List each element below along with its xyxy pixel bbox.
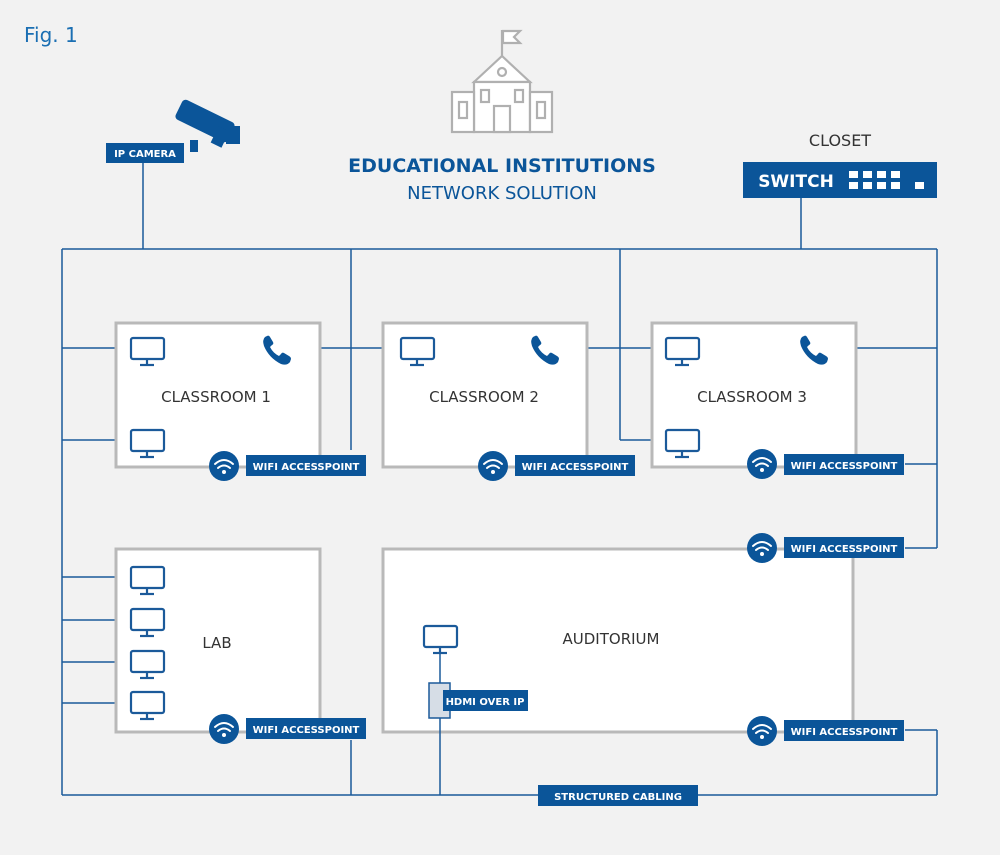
structured-cabling-label: STRUCTURED CABLING bbox=[554, 792, 682, 803]
auditorium-label: AUDITORIUM bbox=[563, 630, 660, 648]
wifi-icon bbox=[209, 714, 239, 744]
wifi-label: WIFI ACCESSPOINT bbox=[791, 727, 898, 738]
wifi-label: WIFI ACCESSPOINT bbox=[522, 462, 629, 473]
phone-icon bbox=[531, 335, 559, 365]
monitor-icon bbox=[129, 690, 166, 721]
monitor-icon bbox=[129, 565, 166, 596]
monitor-icon bbox=[129, 649, 166, 680]
phone-icon bbox=[263, 335, 291, 365]
closet-label: CLOSET bbox=[809, 131, 871, 150]
title-line-2: NETWORK SOLUTION bbox=[407, 183, 597, 204]
wifi-accesspoint-classroom-2: WIFI ACCESSPOINT bbox=[478, 451, 635, 481]
cctv-camera-icon bbox=[175, 99, 240, 152]
monitor-icon bbox=[422, 624, 459, 655]
wifi-label: WIFI ACCESSPOINT bbox=[791, 461, 898, 472]
wifi-accesspoint-classroom-1: WIFI ACCESSPOINT bbox=[209, 451, 366, 481]
wifi-accesspoint-auditorium-bottom: WIFI ACCESSPOINT bbox=[747, 716, 904, 746]
figure-label: Fig. 1 bbox=[24, 23, 78, 47]
classroom-2-label: CLASSROOM 2 bbox=[429, 388, 539, 406]
wifi-label: WIFI ACCESSPOINT bbox=[253, 462, 360, 473]
wifi-accesspoint-lab: WIFI ACCESSPOINT bbox=[209, 714, 366, 744]
monitor-icon bbox=[399, 336, 436, 367]
hdmi-over-ip: HDMI OVER IP bbox=[428, 654, 528, 795]
monitor-icon bbox=[129, 607, 166, 638]
wifi-accesspoint-auditorium-top: WIFI ACCESSPOINT bbox=[747, 533, 904, 563]
school-building-icon bbox=[450, 29, 554, 134]
monitor-icon bbox=[129, 428, 166, 459]
wifi-label: WIFI ACCESSPOINT bbox=[253, 725, 360, 736]
structured-cabling-tag: STRUCTURED CABLING bbox=[538, 785, 698, 806]
ip-camera-label: IP CAMERA bbox=[114, 149, 176, 160]
wifi-icon bbox=[747, 533, 777, 563]
ip-camera-tag: IP CAMERA bbox=[106, 143, 184, 163]
wifi-icon bbox=[478, 451, 508, 481]
hdmi-label: HDMI OVER IP bbox=[446, 697, 525, 708]
wifi-icon bbox=[747, 449, 777, 479]
lab-label: LAB bbox=[202, 634, 231, 652]
wifi-icon bbox=[209, 451, 239, 481]
classroom-1-label: CLASSROOM 1 bbox=[161, 388, 271, 406]
wifi-icon bbox=[747, 716, 777, 746]
classroom-3-label: CLASSROOM 3 bbox=[697, 388, 807, 406]
wifi-accesspoint-classroom-3: WIFI ACCESSPOINT bbox=[747, 449, 904, 479]
wifi-label: WIFI ACCESSPOINT bbox=[791, 544, 898, 555]
monitor-icon bbox=[664, 336, 701, 367]
switch-ports-icon bbox=[849, 171, 924, 189]
monitor-icon bbox=[129, 336, 166, 367]
title-line-1: EDUCATIONAL INSTITUTIONS bbox=[348, 155, 656, 177]
switch-label: SWITCH bbox=[758, 172, 834, 192]
phone-icon bbox=[800, 335, 828, 365]
monitor-icon bbox=[664, 428, 701, 459]
network-switch: SWITCH bbox=[743, 162, 937, 198]
